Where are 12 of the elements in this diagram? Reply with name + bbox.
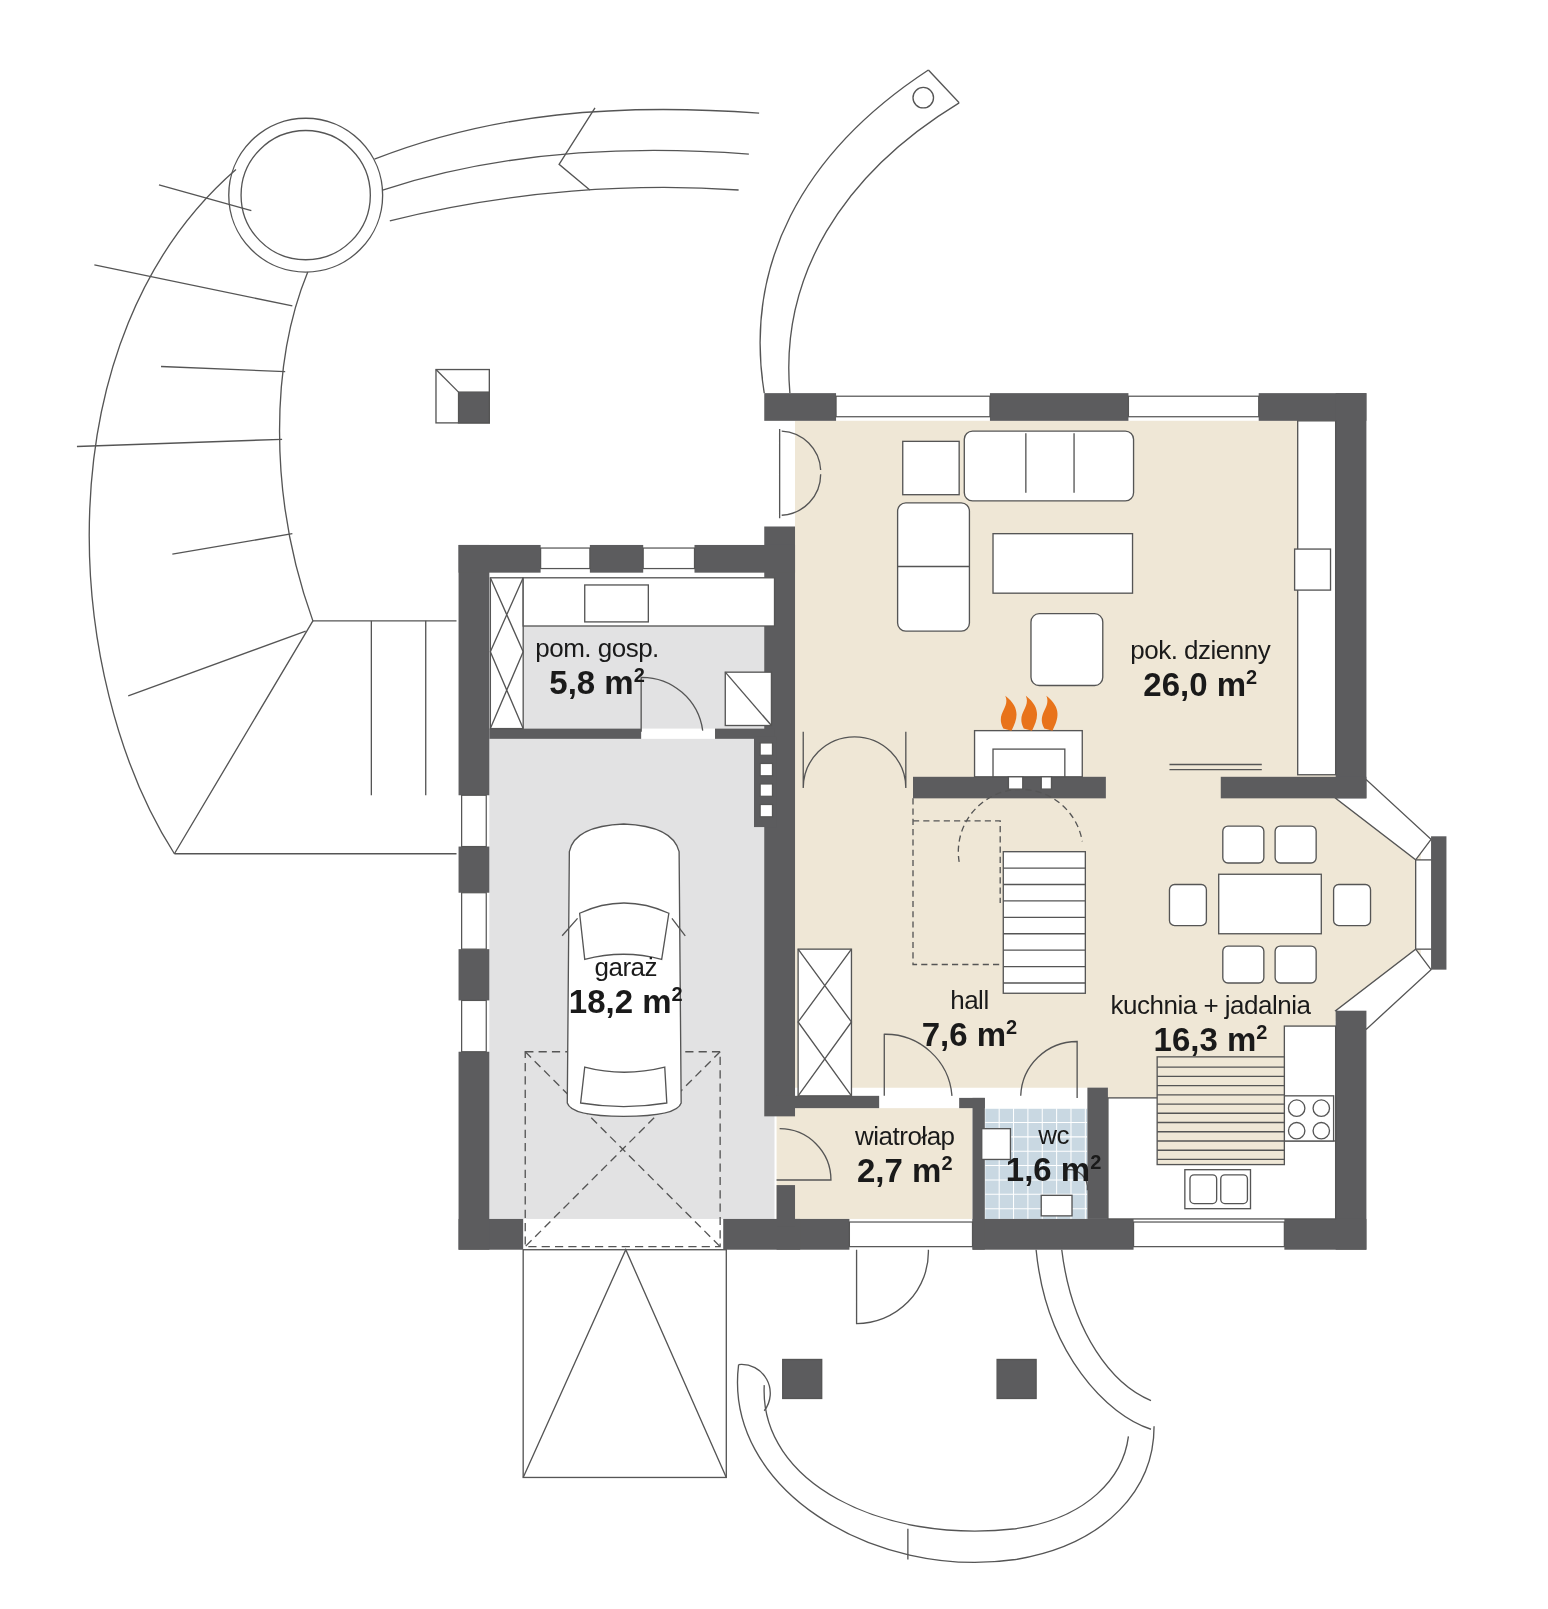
room-name: kuchnia + jadalnia <box>1110 989 1311 1020</box>
room-area: 5,8 m$^{2}$ <box>549 662 645 703</box>
room-area: 26,0 m$^{2}$ <box>1143 665 1258 705</box>
room-name: pok. dzienny <box>1130 635 1271 665</box>
room-name: wc <box>1038 1120 1069 1151</box>
room-area: 2,7 m$^{2}$ <box>857 1151 953 1192</box>
room-name: wiatrołap <box>855 1121 955 1152</box>
room-name: hall <box>950 984 989 1015</box>
room-name: garaż <box>594 951 657 982</box>
room-name: pom. gosp. <box>535 632 659 663</box>
room-area: 16,3 m$^{2}$ <box>1153 1019 1268 1060</box>
room-area: 7,6 m$^{2}$ <box>921 1014 1018 1055</box>
